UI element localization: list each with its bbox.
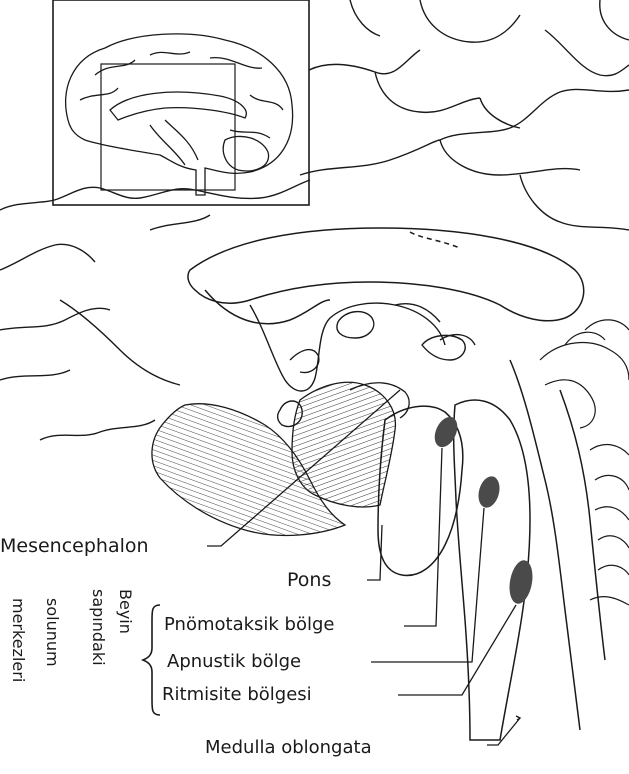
brainstem bbox=[378, 360, 605, 740]
caption-line-solunum: solunum bbox=[43, 598, 62, 667]
caption-line-beyin: Beyin bbox=[116, 589, 135, 634]
inset-brain-outline bbox=[66, 34, 293, 195]
inset-focus-box bbox=[101, 64, 235, 190]
ritmisite-leader bbox=[398, 605, 516, 695]
vertical-caption: Beyin sapındaki solunum merkezleri bbox=[9, 589, 135, 682]
label-pons: Pons bbox=[287, 569, 331, 591]
label-mesencephalon: Mesencephalon bbox=[0, 535, 149, 557]
pnomotaksik-leader bbox=[404, 448, 442, 626]
apnustik-center bbox=[475, 474, 503, 510]
interthalamic-adhesion bbox=[337, 312, 374, 338]
label-pnomotaksik: Pnömotaksik bölge bbox=[164, 614, 334, 635]
caption-line-merkezleri: merkezleri bbox=[9, 598, 28, 682]
label-ritmisite: Ritmisite bölgesi bbox=[162, 684, 312, 705]
midbrain-region bbox=[152, 382, 409, 535]
caption-bracket bbox=[143, 605, 160, 715]
label-apnustik: Apnustik bölge bbox=[167, 651, 301, 672]
inset-corpus-callosum bbox=[110, 92, 246, 120]
caption-line-sapindaki: sapındaki bbox=[89, 589, 108, 666]
cerebral-gyri bbox=[0, 0, 629, 440]
inset-cerebellum bbox=[223, 136, 268, 171]
label-medulla: Medulla oblongata bbox=[205, 737, 372, 758]
inset-brain-thumbnail bbox=[53, 0, 309, 205]
pnomotaksik-center bbox=[430, 413, 462, 450]
ritmisite-center bbox=[506, 558, 535, 605]
corpus-callosum bbox=[188, 228, 584, 324]
cerebellum bbox=[540, 320, 629, 605]
